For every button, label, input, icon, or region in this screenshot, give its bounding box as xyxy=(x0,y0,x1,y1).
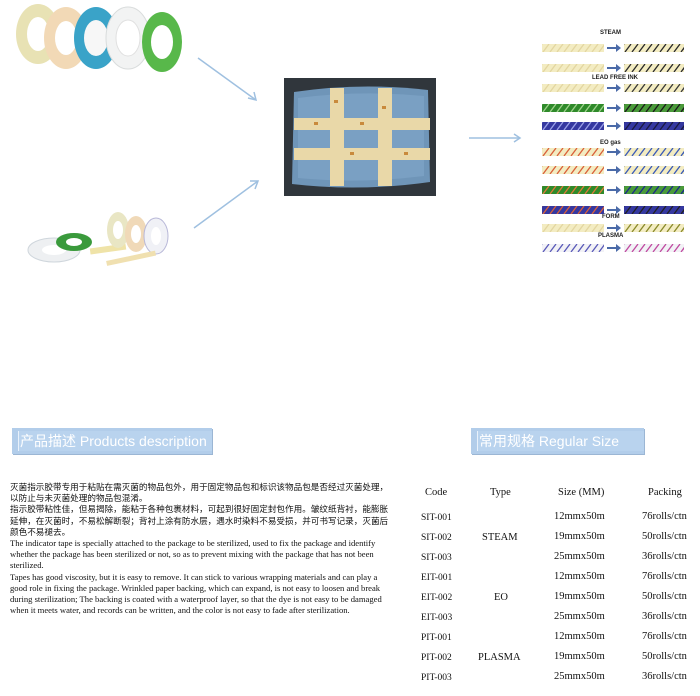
swatch-arrow-icon xyxy=(606,166,622,174)
swatch-after xyxy=(624,44,684,52)
table-cell-packing: 76rolls/ctn xyxy=(642,631,687,642)
table-header-type: Type xyxy=(490,487,511,498)
swatch-before xyxy=(542,186,604,194)
swatch-after xyxy=(624,84,684,92)
table-cell-size: 19mmx50m xyxy=(554,591,605,602)
table-cell-size: 12mmx50m xyxy=(554,511,605,522)
table-cell-code: SIT-002 xyxy=(421,533,452,543)
swatch-arrow-icon xyxy=(606,122,622,130)
table-cell-type: EO xyxy=(494,592,508,603)
regular-size-header: 常用规格 Regular Size xyxy=(471,428,644,454)
swatch-after xyxy=(624,166,684,174)
regular-size-title: 常用规格 Regular Size xyxy=(479,433,620,449)
swatch-label-lead-free: LEAD FREE INK xyxy=(592,75,639,81)
swatch-after xyxy=(624,122,684,130)
swatch-label-form: FORM xyxy=(602,214,620,220)
table-cell-packing: 50rolls/ctn xyxy=(642,531,687,542)
table-cell-code: PIT-003 xyxy=(421,673,452,683)
table-cell-packing: 76rolls/ctn xyxy=(642,571,687,582)
table-cell-packing: 36rolls/ctn xyxy=(642,551,687,562)
description-en-paragraph-1: The indicator tape is specially attached… xyxy=(10,538,376,571)
arrow-to-package-top xyxy=(197,57,258,102)
swatch-after xyxy=(624,148,684,156)
table-cell-packing: 50rolls/ctn xyxy=(642,651,687,662)
swatch-before xyxy=(542,44,604,52)
description-en-paragraph-2: Tapes has good viscosity, but it is easy… xyxy=(10,571,382,616)
table-cell-packing: 76rolls/ctn xyxy=(642,511,687,522)
swatch-label-plasma: PLASMA xyxy=(598,233,624,239)
products-description-header: 产品描述 Products description xyxy=(12,428,212,454)
swatch-before xyxy=(542,244,604,252)
table-header-size: Size (MM) xyxy=(558,487,605,498)
swatch-after xyxy=(624,64,684,72)
product-description-text: 灭菌指示胶带专用于粘贴在需灭菌的物品包外，用于固定物品包和标识该物品包是否经过灭… xyxy=(10,482,392,616)
swatch-arrow-icon xyxy=(606,64,622,72)
swatch-arrow-icon xyxy=(606,44,622,52)
tape-rolls-top-image xyxy=(16,4,182,72)
swatch-after xyxy=(624,244,684,252)
table-header-code: Code xyxy=(425,487,448,498)
swatch-after xyxy=(624,224,684,232)
swatch-after xyxy=(624,206,684,214)
swatch-arrow-icon xyxy=(606,84,622,92)
sterilized-package-photo xyxy=(284,78,436,196)
table-cell-size: 19mmx50m xyxy=(554,651,605,662)
swatch-after xyxy=(624,186,684,194)
table-cell-code: SIT-001 xyxy=(421,513,452,523)
table-cell-code: PIT-002 xyxy=(421,653,452,663)
swatch-arrow-icon xyxy=(606,206,622,214)
tape-rolls-bottom-image xyxy=(27,212,169,266)
indicator-color-change-chart: STEAM LEAD FREE INK EO gas FORM PLASMA xyxy=(540,30,686,258)
swatch-after xyxy=(624,104,684,112)
swatch-before xyxy=(542,122,604,130)
table-cell-packing: 36rolls/ctn xyxy=(642,611,687,622)
products-description-title: 产品描述 Products description xyxy=(20,433,207,449)
swatch-before xyxy=(542,64,604,72)
swatch-before xyxy=(542,206,604,214)
swatch-label-eo: EO gas xyxy=(600,140,621,146)
swatch-arrow-icon xyxy=(606,224,622,232)
table-header-packing: Packing xyxy=(648,487,682,498)
table-cell-size: 25mmx50m xyxy=(554,671,605,682)
table-cell-packing: 36rolls/ctn xyxy=(642,671,687,682)
swatch-arrow-icon xyxy=(606,148,622,156)
table-cell-size: 19mmx50m xyxy=(554,531,605,542)
table-cell-size: 25mmx50m xyxy=(554,611,605,622)
table-cell-code: PIT-001 xyxy=(421,633,452,643)
table-cell-code: SIT-003 xyxy=(421,553,452,563)
table-cell-type: STEAM xyxy=(482,532,518,543)
swatch-before xyxy=(542,166,604,174)
arrow-to-swatches xyxy=(469,133,522,143)
swatch-before xyxy=(542,84,604,92)
table-cell-code: EIT-003 xyxy=(421,613,453,623)
swatch-arrow-icon xyxy=(606,186,622,194)
table-cell-size: 12mmx50m xyxy=(554,631,605,642)
swatch-before xyxy=(542,148,604,156)
description-cn-paragraph-2: 指示胶带粘性佳，但易揭除，能粘于各种包裹材料，可起到很好固定封包作用。皱纹纸背衬… xyxy=(10,504,389,537)
swatch-before xyxy=(542,104,604,112)
swatch-label-steam: STEAM xyxy=(600,30,621,36)
description-cn-paragraph-1: 灭菌指示胶带专用于粘贴在需灭菌的物品包外，用于固定物品包和标识该物品包是否经过灭… xyxy=(10,482,389,504)
table-cell-packing: 50rolls/ctn xyxy=(642,591,687,602)
swatch-arrow-icon xyxy=(606,244,622,252)
table-cell-code: EIT-001 xyxy=(421,573,453,583)
table-cell-size: 12mmx50m xyxy=(554,571,605,582)
arrow-to-package-bottom xyxy=(193,180,260,229)
table-cell-type: PLASMA xyxy=(478,652,521,663)
swatch-before xyxy=(542,224,604,232)
swatch-arrow-icon xyxy=(606,104,622,112)
table-cell-size: 25mmx50m xyxy=(554,551,605,562)
table-cell-code: EIT-002 xyxy=(421,593,453,603)
